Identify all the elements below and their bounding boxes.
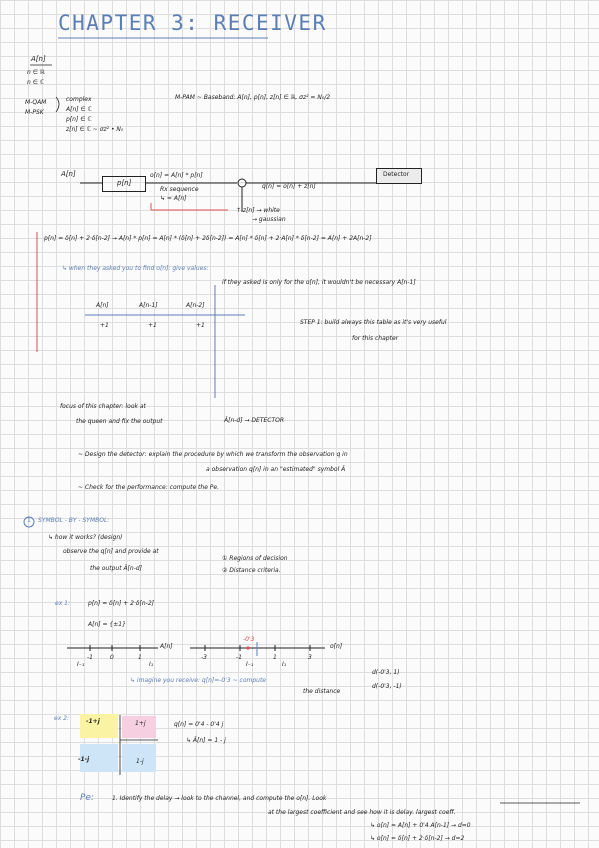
complex-label: complex: [66, 96, 92, 103]
detector-block: Detector: [376, 168, 422, 184]
n-real: n ∈ ℝ: [27, 69, 45, 76]
received-value: -0'3: [243, 636, 255, 643]
focus-line2: the queen and fix the output: [76, 418, 163, 425]
ex2-label: ex 2:: [54, 715, 69, 722]
check-performance: ~ Check for the performance: compute the…: [78, 484, 220, 491]
quadrant-yellow: [80, 714, 118, 738]
table-header-an: A[n]: [96, 302, 109, 309]
rx-sequence: Rx sequence: [160, 186, 199, 193]
section-title: SYMBOL - BY - SYMBOL:: [38, 517, 110, 524]
axis1-tick-1: 1: [138, 654, 142, 661]
quadrant-blue-left: [80, 744, 118, 772]
how-it-works: ↳ how it works? (design): [48, 534, 123, 541]
point-neg1-plus-j: -1+j: [86, 718, 100, 725]
n-complex: n ∈ ℂ: [27, 79, 45, 86]
focus-line1: focus of this chapter: look at: [60, 403, 146, 410]
step1-note: STEP 1: build always this table as it's …: [300, 319, 447, 326]
observe-line1: observe the q[n] and provide at: [63, 548, 159, 555]
region2-i-neg: I₋₁: [246, 661, 254, 668]
distance-criteria: ② Distance criteria.: [222, 567, 281, 574]
observe-line2: the output Â[n-d]: [90, 565, 143, 572]
give-values-note: ↳ when they asked you to find o[n]: give…: [62, 265, 209, 272]
pe-result-2: ↳ o[n] = δ[n] + 2·δ[n-2] → d=2: [370, 835, 465, 842]
distance-label: the distance: [303, 688, 341, 695]
pe-step1-b: at the largest coefficient and see how i…: [268, 809, 456, 816]
axis2-tick-3: 3: [308, 654, 312, 661]
axis2-tick-neg1: -1: [236, 654, 242, 661]
step1-note-b: for this chapter: [352, 335, 399, 342]
design-detector: ~ Design the detector: explain the proce…: [78, 451, 348, 458]
table-cell-1: +1: [148, 322, 157, 329]
axis1-tick-neg1: -1: [87, 654, 93, 661]
channel-block-label: p[n]: [117, 179, 132, 187]
distance-1: d(-0'3, 1): [372, 669, 400, 676]
zn-complex: z[n] ∈ ℂ ~ σz² • N₀: [66, 126, 124, 133]
an-symbol: A[n]: [31, 55, 46, 63]
noise-gaussian: → gaussian: [252, 216, 286, 223]
pe-step1: 1. Identify the delay → look to the chan…: [112, 795, 327, 802]
mpsk-label: M-PSK: [25, 109, 44, 116]
regions-decision: ① Regions of decision: [222, 555, 288, 562]
region2-i-pos: I₁: [282, 661, 287, 668]
channel-block: p[n]: [102, 176, 146, 192]
table-cell-2: +1: [196, 322, 205, 329]
table-header-an1: A[n-1]: [139, 302, 158, 309]
mpam-line: M-PAM ~ Baseband: A[n], p[n], z[n] ∈ ℝ, …: [175, 94, 331, 101]
region-i-pos: I₁: [149, 661, 154, 668]
pn-equation: p[n] = δ[n] + 2·δ[n-2] → A[n] * p[n] = A…: [44, 235, 372, 242]
section-number: 1: [27, 517, 31, 524]
ex1-equation: p[n] = δ[n] + 2·δ[n-2]: [88, 600, 154, 607]
table-header-an2: A[n-2]: [186, 302, 205, 309]
imagine-line: ↳ imagine you receive: q[n]=-0'3 ~ compu…: [130, 677, 266, 684]
noise-white: ↑ z[n] → white: [236, 207, 280, 214]
diagram-input: A[n]: [61, 170, 76, 178]
axis2-tick-1: 1: [273, 654, 277, 661]
ex2-q: q[n] = 0'4 - 0'4 j: [174, 721, 224, 728]
approx-an: ↳ ≈ A[n]: [160, 195, 187, 202]
pe-label: Pe:: [80, 793, 94, 803]
quadrant-pink: [122, 716, 156, 738]
point-1-plus-j: 1+j: [135, 720, 146, 727]
axis1-label: A[n]: [160, 643, 173, 650]
point-neg1-minus-j: -1-j: [78, 756, 90, 763]
only-on-note: if they asked is only for the o[n], it w…: [222, 279, 416, 286]
ex2-ahat: ↳ Â[n] = 1 - j: [186, 737, 226, 744]
axis2-tick-neg3: -3: [201, 654, 207, 661]
on-equation: o[n] = A[n] * p[n]: [150, 172, 203, 179]
qn-equation: q[n] = o[n] + z[n]: [262, 183, 316, 190]
point-1-minus-j: 1-j: [136, 758, 144, 765]
detector-label: Detector: [383, 171, 410, 178]
design-detector-b: a observation q[n] in an "estimated" sym…: [206, 466, 346, 473]
region-i-neg: I₋₁: [77, 661, 85, 668]
page-title: CHAPTER 3: RECEIVER: [58, 11, 327, 35]
quadrant-blue-right: [122, 744, 156, 772]
pn-complex: p[n] ∈ ℂ: [66, 116, 92, 123]
an-complex: A[n] ∈ ℂ: [66, 106, 92, 113]
table-cell-0: +1: [100, 322, 109, 329]
axis2-label: o[n]: [330, 643, 343, 650]
axis1-tick-0: 0: [110, 654, 114, 661]
ex1-an-set: A[n] = {±1}: [88, 621, 126, 628]
focus-arrow: Â[n-d] → DETECTOR: [224, 417, 285, 424]
pe-result-1: ↳ o[n] = A[n] + 0'4 A[n-1] → d=0: [370, 822, 471, 829]
mqam-label: M-QAM: [25, 99, 47, 106]
ex1-label: ex 1:: [55, 600, 70, 607]
distance-2: d(-0'3, -1): [372, 683, 402, 690]
